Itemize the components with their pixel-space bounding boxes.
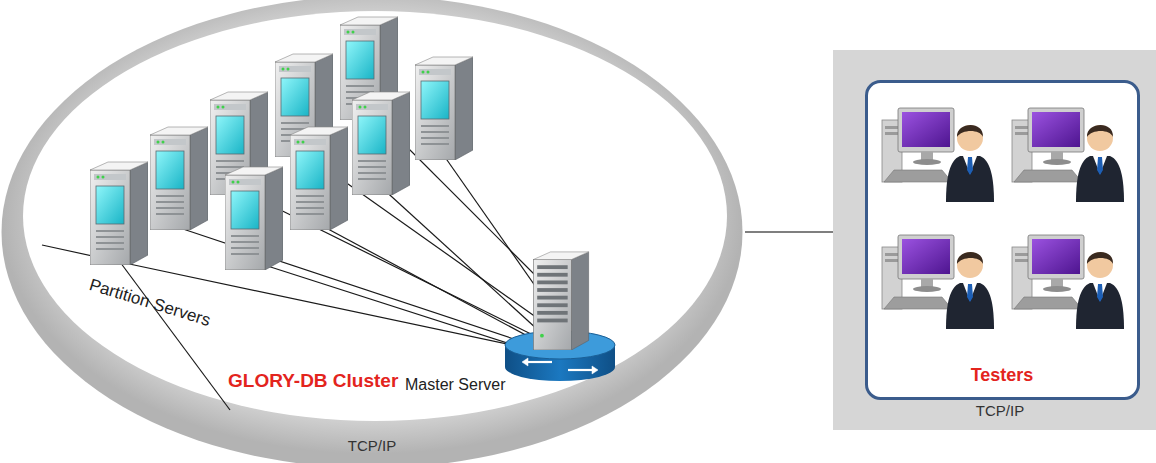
network-label-holder: TCP/IP xyxy=(348,437,396,455)
cluster-title: GLORY-DB Cluster xyxy=(228,370,398,392)
tester-box-outline xyxy=(865,80,1140,400)
group-title-holder: Testers xyxy=(971,365,1034,386)
tester-panel: TCP/IP Testers xyxy=(833,50,1156,430)
network-label: TCP/IP xyxy=(976,402,1024,419)
tester-box: Testers xyxy=(865,80,1140,400)
cluster-ellipse: GLORY-DB ClusterTCP/IP xyxy=(0,0,745,463)
server-label: Master Server xyxy=(405,376,505,394)
group-title: Testers xyxy=(971,365,1034,386)
cluster-title-holder: GLORY-DB Cluster xyxy=(228,370,398,392)
server-label-holder: Master Server xyxy=(405,376,505,394)
network-link xyxy=(745,231,833,233)
network-label-holder: TCP/IP xyxy=(976,402,1024,420)
network-label: TCP/IP xyxy=(348,437,396,454)
cluster-ellipse-outline xyxy=(0,0,745,463)
